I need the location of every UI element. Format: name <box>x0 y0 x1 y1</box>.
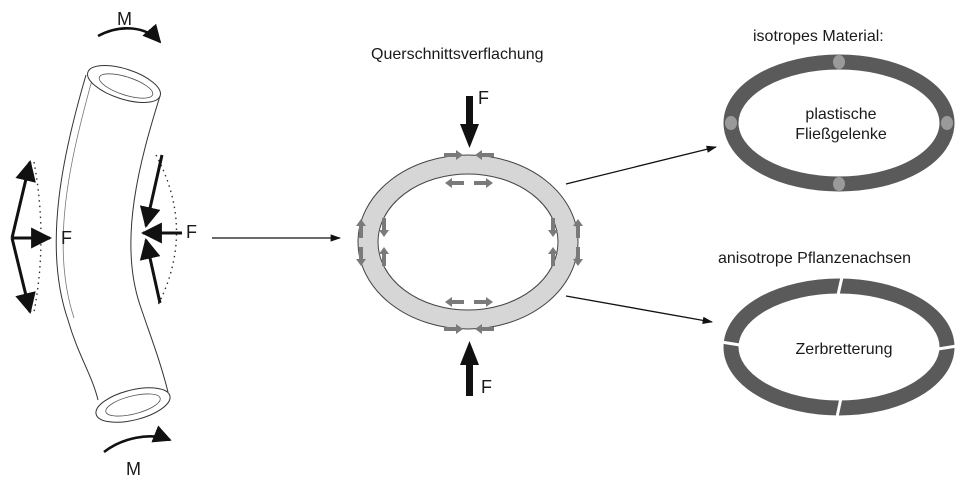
moment-label-bottom: M <box>126 459 141 479</box>
tube-left-wall <box>55 74 99 401</box>
crack-bottom <box>835 397 843 418</box>
tube-inner-line <box>62 79 93 319</box>
isotropic-text-line1: plastische <box>805 106 876 123</box>
crack-top <box>836 276 844 296</box>
hinge-left <box>725 116 737 130</box>
force-arrow-top <box>460 96 479 148</box>
stress-arrows-vertical <box>356 218 583 266</box>
title-anisotropic: anisotrope Pflanzenachsen <box>718 250 911 267</box>
isotropic-text-line2: Fließgelenke <box>795 126 887 143</box>
force-arrow-bottom <box>460 341 479 396</box>
moment-label-top: M <box>117 9 132 29</box>
right-force-fan <box>139 154 182 306</box>
title-isotropic: isotropes Material: <box>753 28 884 45</box>
hinge-top <box>833 55 845 69</box>
anisotropic-text: Zerbretterung <box>796 341 893 358</box>
bent-tube-group: M M F F <box>10 9 197 479</box>
left-force-fan <box>10 159 53 315</box>
ring-cracks <box>720 276 955 418</box>
moment-arrow-top <box>97 23 162 44</box>
moment-arrow-bottom <box>103 425 172 454</box>
hinge-bottom <box>833 177 845 191</box>
title-querschnittsverflachung: Querschnittsverflachung <box>371 46 544 63</box>
plastic-hinges <box>725 55 953 191</box>
isotropic-section: isotropes Material: plastische Fließgele… <box>723 28 955 192</box>
anisotropic-section: anisotrope Pflanzenachsen Zerbretterung <box>718 250 955 418</box>
tube-right-wall <box>130 95 169 393</box>
force-label-right: F <box>186 222 197 242</box>
flattening-section: Querschnittsverflachung F F <box>356 46 583 397</box>
connector-arrow-lower <box>565 295 714 324</box>
hinge-right <box>941 116 953 130</box>
connector-arrow-upper <box>565 145 718 185</box>
isotropic-ring <box>723 54 955 192</box>
force-label-top: F <box>478 88 489 108</box>
force-label-bottom: F <box>481 377 492 397</box>
crack-left <box>720 340 741 347</box>
section-ring-inner <box>377 173 559 311</box>
force-label-left: F <box>61 228 72 248</box>
crack-right <box>937 344 955 351</box>
stress-arrows-horizontal <box>444 150 494 334</box>
tube-bottom-opening <box>95 387 171 423</box>
tube-top-opening <box>87 65 161 103</box>
